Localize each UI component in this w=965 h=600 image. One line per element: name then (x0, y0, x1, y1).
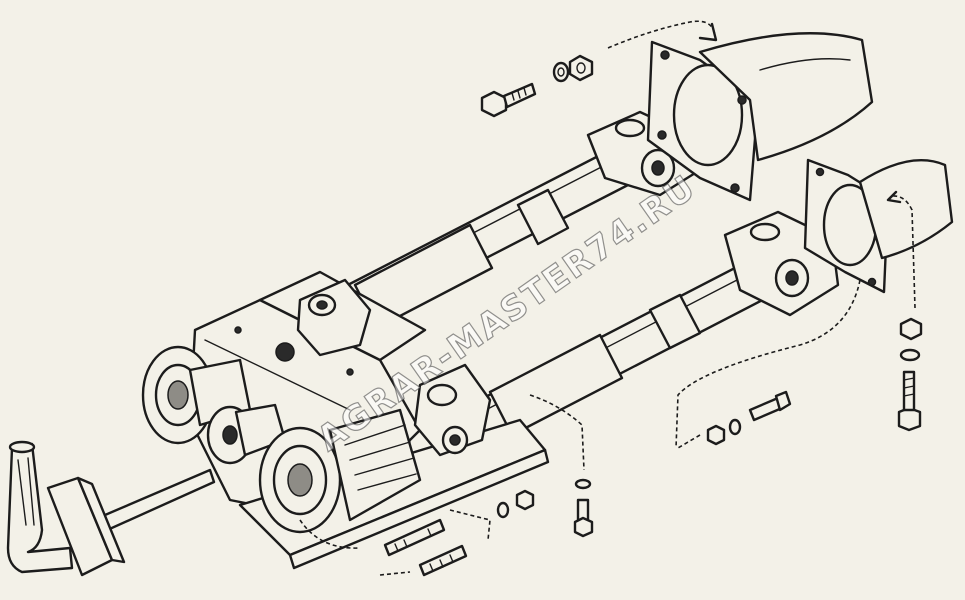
hand-crank (6, 440, 74, 574)
bolt-middle-right (748, 390, 792, 422)
bolt-right-vertical (897, 370, 922, 432)
washer-lower (496, 501, 510, 519)
assembly-leader-lines (299, 20, 916, 576)
nut-lower (515, 489, 535, 511)
upper-gearbox-housing (698, 32, 874, 162)
stud-lower-1 (383, 518, 446, 557)
washer-right (899, 348, 921, 362)
stud-lower-2 (418, 544, 468, 577)
bolt-below-joint (573, 478, 594, 538)
upper-flange (646, 40, 760, 202)
nut-middle-right (706, 424, 726, 446)
upper-gearbox-joint (296, 278, 372, 357)
bearing-block (46, 476, 126, 577)
lower-gearbox-housing (858, 159, 954, 260)
washer-top (552, 61, 570, 83)
right-output-pulley (258, 408, 422, 534)
nut-top (568, 54, 594, 82)
washer-middle-right (728, 418, 742, 436)
hex-bolt-top (480, 82, 537, 118)
nut-right (899, 317, 923, 341)
lower-gearbox-joint (413, 363, 492, 457)
